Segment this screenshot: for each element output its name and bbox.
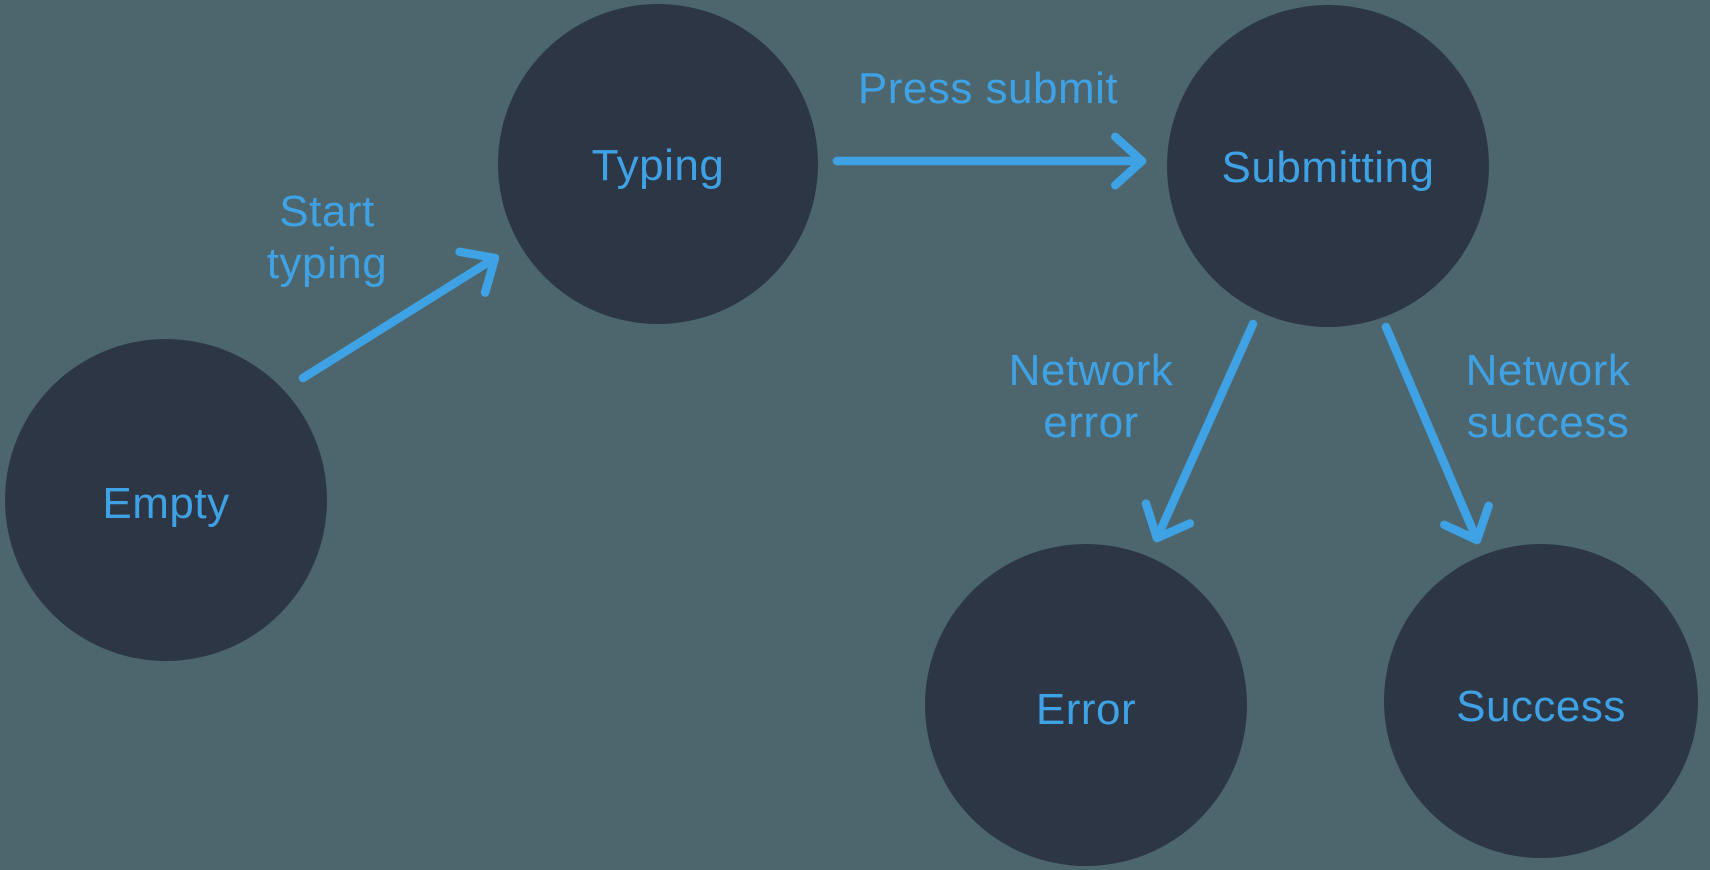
arrow-network-success <box>1381 322 1493 545</box>
transition-label-press-submit: Press submit <box>858 64 1118 113</box>
state-error: Error <box>925 544 1247 866</box>
state-node-success <box>1384 544 1698 858</box>
state-label-empty: Empty <box>102 479 229 528</box>
arrow-press-submit <box>832 132 1147 190</box>
arrow-start-typing <box>298 247 500 383</box>
transition-network-success: Network success <box>1381 322 1631 545</box>
transition-start-typing: Start typing <box>267 187 500 383</box>
transition-label-start-typing-line2: typing <box>267 239 387 288</box>
state-label-success: Success <box>1456 682 1626 731</box>
state-node-typing <box>498 4 818 324</box>
state-node-empty <box>5 339 327 661</box>
arrow-network-error <box>1141 319 1258 543</box>
state-node-submitting <box>1167 5 1489 327</box>
state-label-typing: Typing <box>592 141 725 190</box>
state-typing: Typing <box>498 4 818 324</box>
transition-label-network-success-line1: Network <box>1466 346 1631 395</box>
transition-label-network-error-line1: Network <box>1009 346 1174 395</box>
state-label-submitting: Submitting <box>1222 143 1435 192</box>
state-node-error <box>925 544 1247 866</box>
state-label-error: Error <box>1036 685 1136 734</box>
state-submitting: Submitting <box>1167 5 1489 327</box>
state-empty: Empty <box>5 339 327 661</box>
state-success: Success <box>1384 544 1698 858</box>
transition-label-start-typing-line1: Start <box>279 187 374 236</box>
transition-label-network-error-line2: error <box>1043 398 1138 447</box>
transition-network-error: Network error <box>1009 319 1258 543</box>
transition-label-network-success-line2: success <box>1467 398 1629 447</box>
transition-press-submit: Press submit <box>832 64 1147 190</box>
